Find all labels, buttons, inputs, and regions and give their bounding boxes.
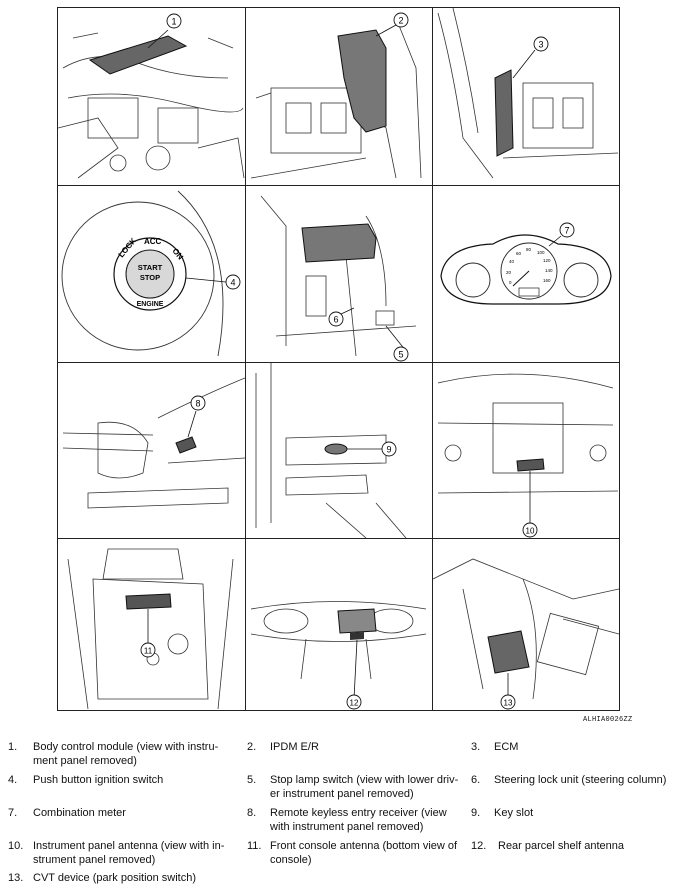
legend-text: Body control module (view with instru-me… bbox=[33, 741, 219, 767]
callout-6: 6 bbox=[333, 315, 338, 325]
speedo-tick: 100 bbox=[537, 250, 545, 255]
switch-label-start: START bbox=[138, 263, 163, 272]
bcm-illustration: 1 bbox=[58, 13, 245, 179]
legend-number: 4. bbox=[8, 774, 18, 786]
panel-rear-parcel-shelf-antenna: 12 bbox=[246, 539, 432, 710]
legend-number: 12. bbox=[471, 840, 487, 852]
panel-ecm: 3 bbox=[433, 8, 619, 185]
figure-code: ALHIA0026ZZ bbox=[583, 716, 633, 724]
panel-combination-meter: 0 20 40 60 80 100 120 140 160 7 bbox=[433, 186, 619, 362]
legend-number: 10. bbox=[8, 840, 24, 852]
switch-label-stop: STOP bbox=[140, 273, 160, 282]
panel-stop-lamp-steering-lock: 6 5 bbox=[246, 186, 432, 362]
rear-parcel-illustration: 12 bbox=[250, 601, 427, 710]
panel-cvt-device: 13 bbox=[433, 539, 619, 710]
legend-number: 5. bbox=[247, 774, 257, 786]
front-console-illustration: 11 bbox=[67, 548, 234, 710]
illustration-grid: 1 2 3 bbox=[57, 7, 620, 711]
switch-label-engine: ENGINE bbox=[137, 301, 164, 308]
speedo-tick: 160 bbox=[543, 278, 551, 283]
key-slot-illustration: 9 bbox=[255, 363, 407, 538]
legend-number: 11. bbox=[247, 840, 262, 852]
callout-11: 11 bbox=[144, 647, 153, 656]
legend-text: Key slot bbox=[494, 807, 534, 819]
panel-push-button-ignition: LOCK ACC ON START STOP ENGINE 4 bbox=[58, 186, 245, 362]
ip-antenna-illustration: 10 bbox=[437, 373, 619, 538]
combination-meter-illustration: 0 20 40 60 80 100 120 140 160 7 bbox=[440, 222, 612, 305]
callout-7: 7 bbox=[564, 226, 569, 236]
speedo-tick: 80 bbox=[526, 247, 532, 252]
callout-8: 8 bbox=[195, 399, 200, 409]
legend-text: Instrument panel antenna (view with in-s… bbox=[33, 840, 225, 866]
legend-text: ECM bbox=[494, 741, 519, 753]
callout-5: 5 bbox=[398, 350, 403, 360]
cvt-device-illustration: 13 bbox=[433, 558, 619, 710]
callout-3: 3 bbox=[538, 40, 543, 50]
panel-front-console-antenna: 11 bbox=[58, 539, 245, 710]
panel-remote-keyless-receiver: 8 bbox=[58, 363, 245, 538]
legend-number: 2. bbox=[247, 741, 257, 753]
legend-text: Combination meter bbox=[33, 807, 126, 819]
grid-divider bbox=[58, 185, 619, 186]
ipdm-illustration: 2 bbox=[250, 12, 422, 179]
legend-number: 7. bbox=[8, 807, 18, 819]
grid-divider bbox=[245, 8, 246, 710]
speedo-tick: 40 bbox=[509, 259, 515, 264]
panel-body-control-module: 1 bbox=[58, 8, 245, 185]
legend-number: 9. bbox=[471, 807, 481, 819]
legend-number: 3. bbox=[471, 741, 481, 753]
panel-instrument-panel-antenna: 10 bbox=[433, 363, 619, 538]
legend-text: Rear parcel shelf antenna bbox=[498, 840, 624, 852]
callout-13: 13 bbox=[504, 699, 513, 708]
legend-text: Stop lamp switch (view with lower driv-e… bbox=[270, 774, 459, 800]
grid-divider bbox=[432, 8, 433, 710]
switch-label-acc: ACC bbox=[144, 237, 162, 246]
keyless-receiver-illustration: 8 bbox=[62, 377, 245, 509]
speedo-tick: 120 bbox=[543, 258, 551, 263]
callout-1: 1 bbox=[171, 17, 176, 27]
callout-12: 12 bbox=[350, 699, 359, 708]
speedo-tick: 20 bbox=[506, 270, 512, 275]
panel-key-slot: 9 bbox=[246, 363, 432, 538]
ecm-illustration: 3 bbox=[437, 8, 619, 179]
panel-ipdm-er: 2 bbox=[246, 8, 432, 185]
callout-2: 2 bbox=[398, 16, 403, 26]
legend-text: IPDM E/R bbox=[270, 741, 319, 753]
grid-divider bbox=[58, 538, 619, 539]
legend-number: 13. bbox=[8, 872, 24, 884]
stop-lamp-illustration: 6 5 bbox=[260, 195, 417, 362]
speedo-tick: 140 bbox=[545, 268, 553, 273]
legend-number: 8. bbox=[247, 807, 257, 819]
speedo-tick: 0 bbox=[509, 280, 512, 285]
speedo-tick: 60 bbox=[516, 251, 522, 256]
callout-9: 9 bbox=[386, 445, 391, 455]
legend-number: 6. bbox=[471, 774, 481, 786]
grid-divider bbox=[58, 362, 619, 363]
legend-text: CVT device (park position switch) bbox=[33, 872, 197, 884]
legend-text: Steering lock unit (steering column) bbox=[494, 774, 667, 786]
callout-10: 10 bbox=[526, 527, 535, 536]
legend-number: 1. bbox=[8, 741, 18, 753]
ignition-switch-illustration: LOCK ACC ON START STOP ENGINE 4 bbox=[61, 190, 241, 357]
legend-text: Push button ignition switch bbox=[33, 774, 164, 786]
callout-4: 4 bbox=[230, 278, 235, 288]
